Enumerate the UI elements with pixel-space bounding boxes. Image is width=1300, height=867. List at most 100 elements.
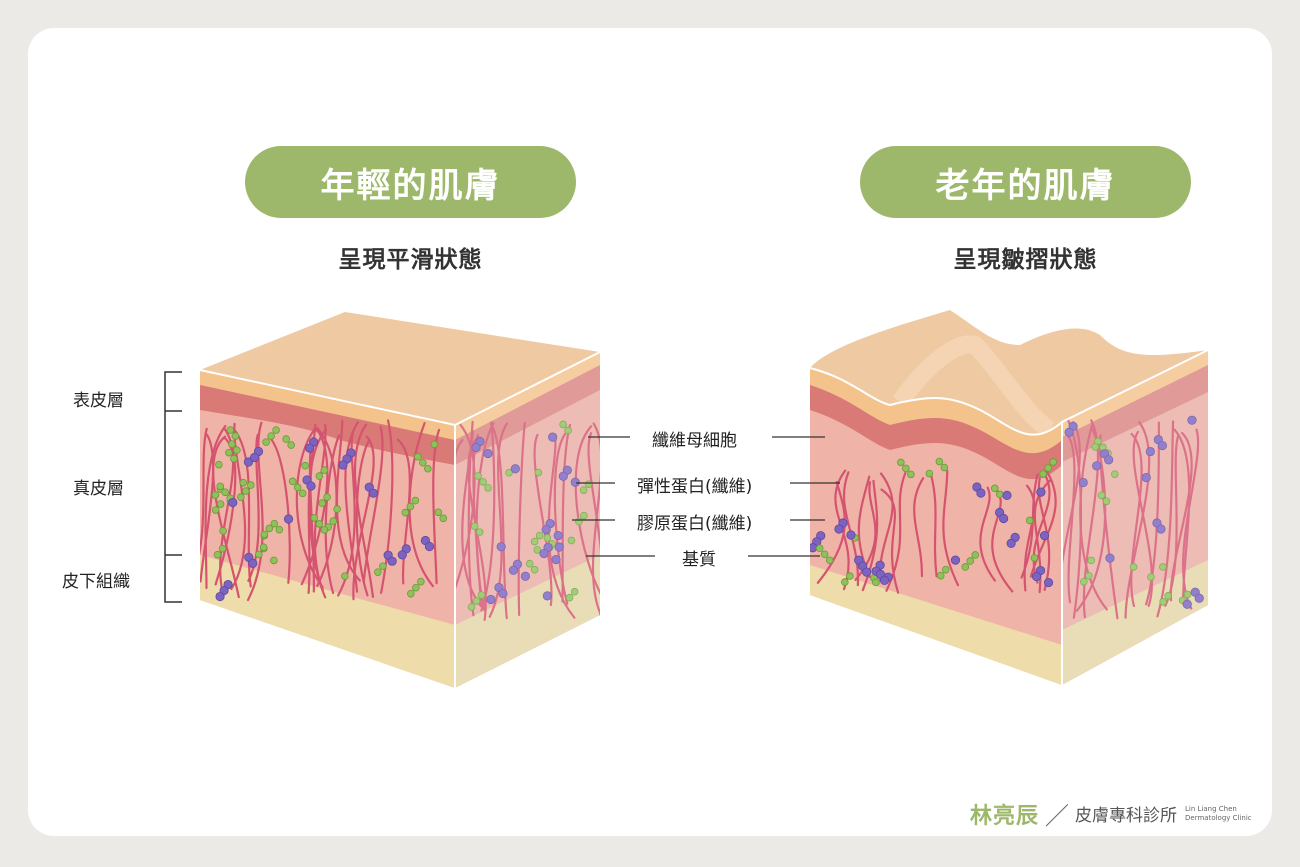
collagen-fiber: [200, 433, 215, 583]
fibroblast-cell: [553, 530, 563, 541]
fibroblast-cell: [510, 464, 520, 474]
elastin-particle: [226, 426, 235, 434]
elastin-particle: [272, 426, 280, 434]
aged-side-cells: [1064, 415, 1204, 609]
fibroblast-cell: [1105, 553, 1115, 563]
elastin-particle: [412, 583, 420, 592]
elastin-particle: [270, 519, 279, 528]
fibroblast-cell: [305, 443, 315, 453]
elastin-particle: [211, 506, 220, 514]
fibroblast-cell: [541, 524, 551, 535]
fibroblast-cell: [1043, 577, 1054, 588]
collagen-fiber: [480, 421, 496, 612]
elastin-particle: [564, 426, 572, 435]
collagen-fiber: [1173, 428, 1191, 606]
fibroblast-cell: [1031, 571, 1042, 582]
elastin-particle: [310, 514, 319, 522]
elastin-particle: [265, 524, 274, 533]
collagen-fiber: [942, 469, 960, 587]
young-top-face: [200, 312, 600, 425]
elastin-particle: [247, 481, 255, 489]
fibroblast-cell: [1006, 538, 1016, 549]
collagen-fiber: [455, 438, 464, 621]
elastin-particle: [323, 493, 331, 501]
elastin-particle: [565, 593, 574, 602]
collagen-fiber: [979, 486, 996, 582]
elastin-particle: [1183, 590, 1192, 599]
fibroblast-cell: [1064, 427, 1074, 437]
elastin-particle: [275, 525, 284, 534]
elastin-particle: [315, 520, 324, 528]
fibroblast-cell: [496, 542, 506, 552]
collagen-fiber: [547, 434, 576, 619]
brand-english-line1: Lin Liang Chen: [1185, 804, 1237, 813]
elastin-particle: [1110, 470, 1119, 478]
fibroblast-cell: [879, 575, 890, 586]
young-skin-subtitle: 呈現平滑狀態: [338, 247, 483, 273]
elastin-particle: [260, 530, 269, 539]
epidermis-label: 表皮層: [73, 391, 124, 411]
fibroblast-cell: [471, 442, 481, 453]
elastin-particle: [472, 597, 481, 605]
aged-front-face: [810, 368, 1062, 685]
elastin-particle: [1085, 571, 1093, 580]
fibroblast-cell: [1182, 599, 1192, 609]
collagen-fiber: [352, 435, 375, 601]
fibroblast-cell: [539, 548, 549, 559]
elastin-particle: [580, 511, 588, 520]
elastin-particle: [1091, 443, 1100, 451]
elastin-particle: [1147, 573, 1155, 581]
fibroblast-cell: [486, 594, 496, 605]
elastin-particle: [406, 502, 415, 511]
elastin-particle: [231, 432, 240, 440]
elastin-particle: [467, 603, 476, 611]
elastin-particle: [1030, 554, 1039, 562]
elastin-particle: [407, 589, 415, 598]
collagen-fiber: [1156, 420, 1175, 618]
collagen-fiber: [1029, 470, 1057, 578]
elastin-particle: [815, 544, 824, 553]
fibroblast-cell: [228, 497, 238, 508]
collagen-fiber: [246, 421, 264, 602]
collagen-fiber: [488, 422, 509, 618]
collagen-fiber: [591, 422, 600, 616]
elastin-particle: [940, 463, 949, 472]
collagen-fiber: [1132, 430, 1154, 607]
elastin-particle: [530, 537, 539, 546]
collagen-fiber: [204, 424, 227, 590]
collagen-fiber: [1164, 433, 1180, 607]
elastin-particle: [221, 488, 230, 497]
fibroblast-cell: [810, 543, 818, 553]
elastin-particle: [925, 469, 934, 478]
elastin-particle: [534, 468, 543, 477]
elastin-particle: [841, 578, 849, 586]
young-side-fibers: [455, 420, 600, 621]
clinic-brand: 林亮辰 ／ 皮膚專科診所 Lin Liang Chen Dermatology …: [970, 796, 1252, 831]
elastin-particle: [216, 500, 225, 508]
collagen-fiber: [842, 471, 859, 587]
collagen-fiber: [1067, 419, 1083, 619]
elastin-particle: [320, 526, 329, 534]
elastin-particle: [414, 452, 422, 461]
fibroblast-cell: [862, 567, 872, 577]
elastin-particle: [1164, 592, 1172, 600]
collagen-fiber: [295, 427, 324, 589]
fibroblast-cell: [520, 571, 531, 581]
elastin-particle: [333, 505, 341, 513]
elastin-particle: [293, 483, 302, 492]
elastin-particle: [228, 440, 236, 448]
elastin-particle: [239, 478, 248, 487]
collagen-fiber: [355, 438, 371, 597]
elastin-particle: [533, 546, 542, 554]
elastin-particle: [320, 466, 329, 474]
collagen-fiber: [270, 438, 291, 584]
elastin-particle: [936, 571, 945, 580]
fibroblast-cell: [1194, 593, 1204, 603]
elastin-particle: [935, 457, 944, 466]
elastin-particle: [411, 496, 420, 505]
elastin-particle: [990, 484, 999, 493]
elastin-particle: [225, 448, 233, 457]
aged-skin-title: 老年的肌膚: [860, 146, 1191, 218]
elastin-particle: [318, 499, 326, 507]
